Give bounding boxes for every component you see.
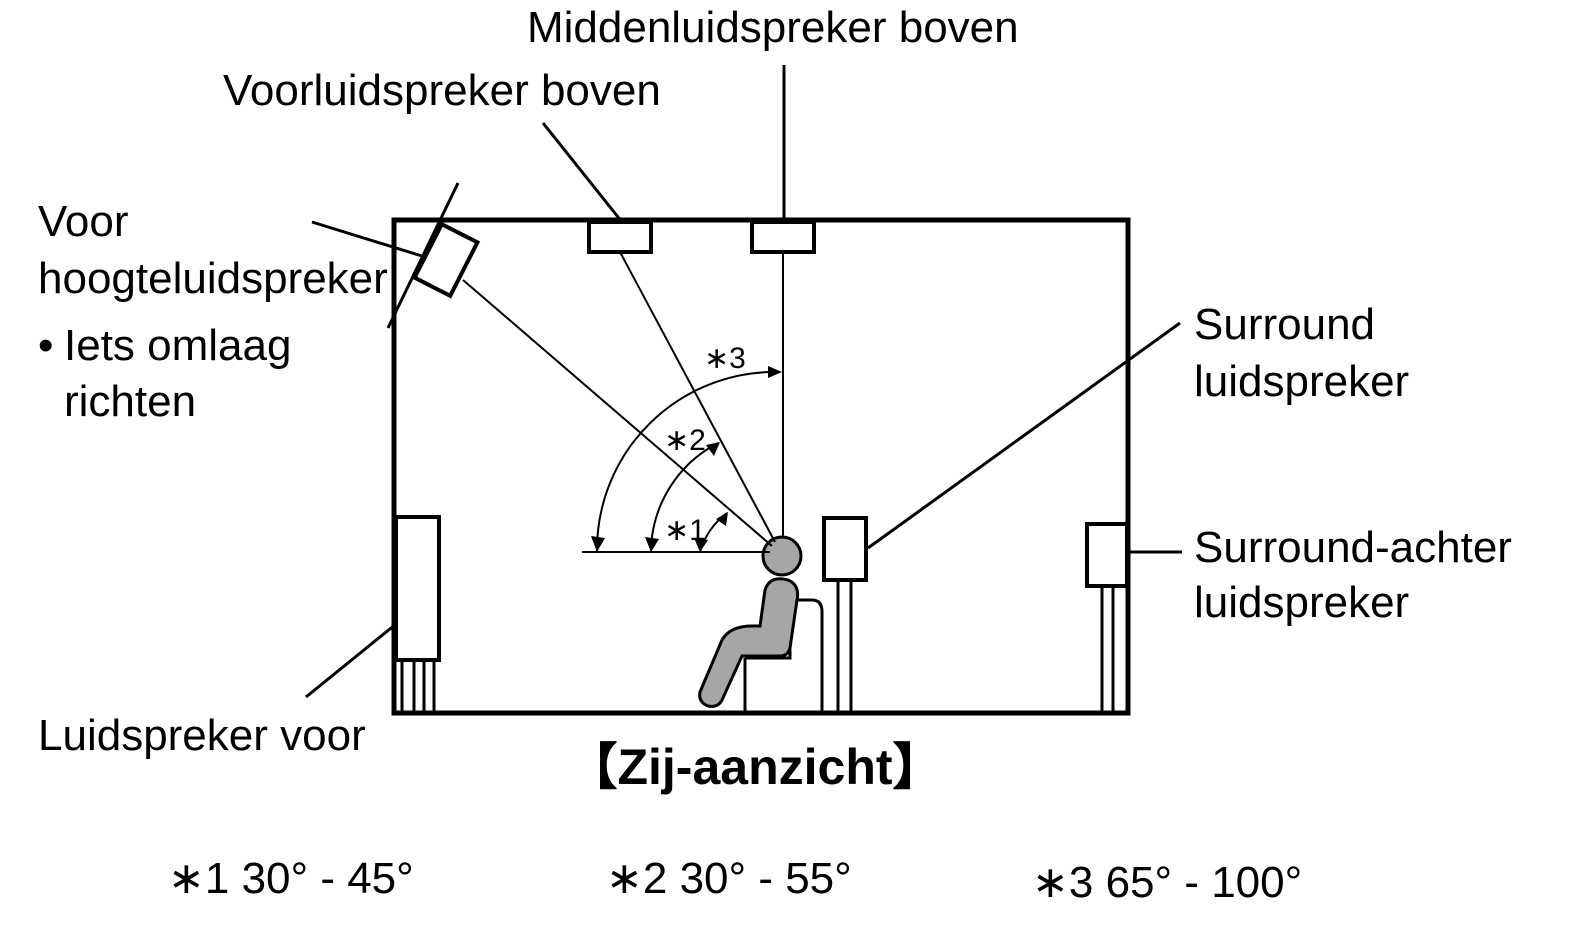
label-surround-back-line2: luidspreker bbox=[1194, 578, 1409, 627]
listener bbox=[698, 535, 803, 708]
legend-item-3: ∗3 65° - 100° bbox=[1032, 858, 1302, 907]
angle-marker-2: ∗2 bbox=[664, 424, 706, 457]
angle-arc-2 bbox=[650, 442, 719, 553]
leader-front bbox=[305, 622, 397, 699]
label-front-height-note-bullet: • bbox=[38, 321, 53, 370]
top-middle-speaker bbox=[750, 220, 816, 254]
label-surround-line2: luidspreker bbox=[1194, 357, 1409, 406]
surround-back-speaker bbox=[1085, 522, 1129, 711]
label-middle-top: Middenluidspreker boven bbox=[527, 3, 1019, 52]
line-to-top-front bbox=[619, 251, 776, 543]
label-front-height-line2: hoogteluidspreker bbox=[38, 254, 388, 303]
legend-item-1: ∗1 30° - 45° bbox=[168, 854, 414, 903]
leader-surround bbox=[867, 321, 1181, 550]
line-to-front-height bbox=[462, 279, 773, 547]
front-height-speaker bbox=[411, 221, 481, 299]
angle-arcs bbox=[591, 366, 782, 553]
leader-lines bbox=[305, 65, 1182, 699]
leader-front-height bbox=[311, 220, 423, 258]
surround-speaker bbox=[822, 516, 868, 711]
leader-front-top bbox=[541, 122, 624, 223]
label-front-top: Voorluidspreker boven bbox=[223, 66, 661, 115]
top-front-speaker bbox=[587, 220, 653, 254]
leader-front-height-tilt bbox=[386, 182, 460, 329]
label-surround-line1: Surround bbox=[1194, 300, 1375, 349]
angle-marker-3: ∗3 bbox=[704, 342, 746, 375]
sight-lines bbox=[462, 251, 784, 553]
label-surround-back-line1: Surround-achter bbox=[1194, 523, 1512, 572]
label-front-height-note-line2: richten bbox=[64, 377, 196, 426]
angle-marker-1: ∗1 bbox=[664, 514, 706, 547]
label-front-height-note-line1: Iets omlaag bbox=[64, 321, 291, 370]
label-front-height-line1: Voor bbox=[38, 197, 129, 246]
view-title: 【Zij-aanzicht】 bbox=[567, 739, 942, 795]
angle-arc-3 bbox=[595, 370, 781, 553]
front-speaker bbox=[394, 515, 441, 711]
label-front: Luidspreker voor bbox=[38, 711, 366, 760]
legend-item-2: ∗2 30° - 55° bbox=[606, 854, 852, 903]
